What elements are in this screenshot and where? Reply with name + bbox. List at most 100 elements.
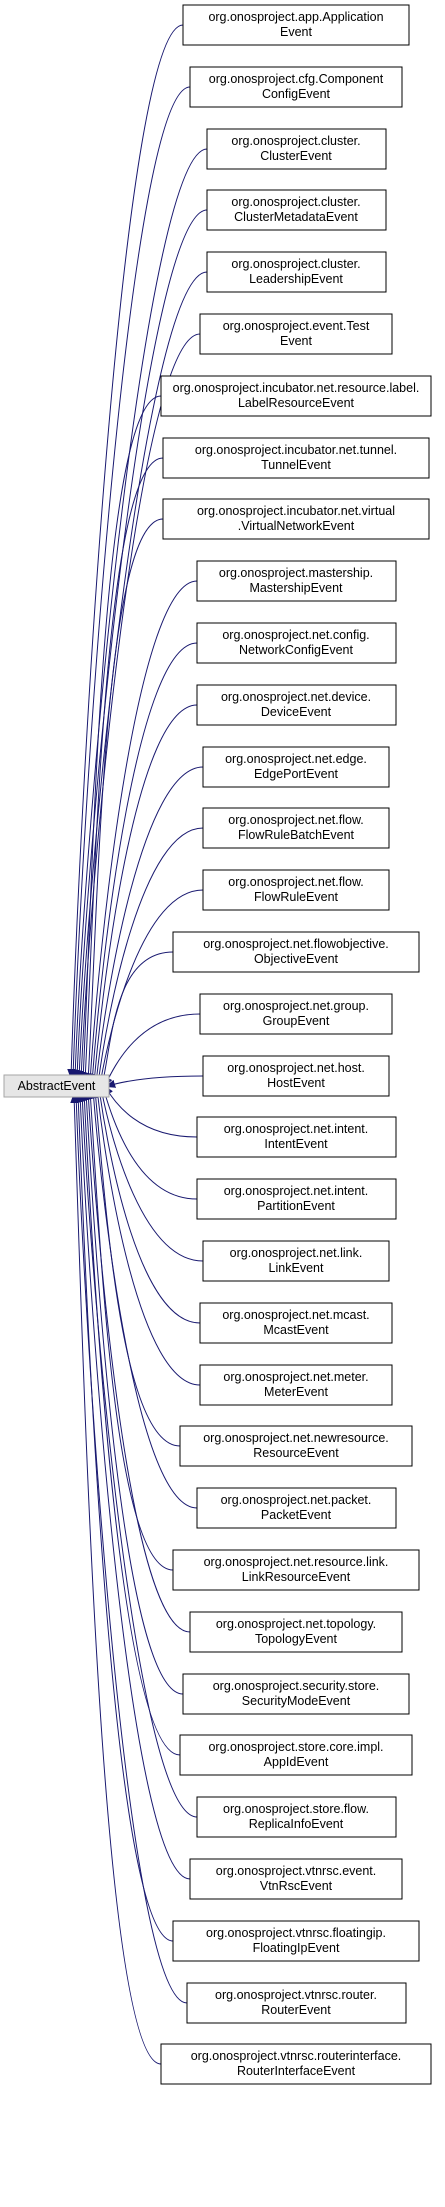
class-node-label-line: ConfigEvent: [262, 87, 331, 101]
class-node-label-line: org.onosproject.net.intent.: [224, 1122, 369, 1136]
class-node[interactable]: org.onosproject.net.flow.FlowRuleEvent: [202, 869, 390, 911]
class-node[interactable]: org.onosproject.net.config.NetworkConfig…: [196, 622, 397, 664]
inheritance-edge: [85, 457, 164, 1081]
class-node-label-line: ResourceEvent: [253, 1446, 339, 1460]
class-node-label-line: org.onosproject.net.edge.: [225, 752, 367, 766]
class-node-label-line: EdgePortEvent: [254, 767, 339, 781]
class-node[interactable]: org.onosproject.incubator.net.resource.l…: [160, 375, 432, 417]
inheritance-edge: [71, 24, 184, 1077]
class-node-box: [182, 1673, 410, 1715]
class-node-label-line: TopologyEvent: [255, 1632, 338, 1646]
class-node-label-line: org.onosproject.net.resource.link.: [204, 1555, 389, 1569]
class-node-label-line: LinkEvent: [269, 1261, 324, 1275]
inheritance-edge: [80, 1093, 191, 1880]
class-node-box: [202, 746, 390, 788]
inheritance-edge: [88, 518, 164, 1081]
class-node[interactable]: org.onosproject.security.store.SecurityM…: [182, 1673, 410, 1715]
class-node-box: [186, 1982, 407, 2024]
inheritance-edge: [90, 580, 198, 1082]
class-node-box: [189, 66, 403, 108]
class-node[interactable]: org.onosproject.net.device.DeviceEvent: [196, 684, 397, 726]
class-node[interactable]: org.onosproject.vtnrsc.event.VtnRscEvent: [189, 1858, 403, 1900]
class-node-label-line: LabelResourceEvent: [238, 396, 355, 410]
class-node[interactable]: org.onosproject.net.resource.link.LinkRe…: [172, 1549, 420, 1591]
class-node[interactable]: org.onosproject.net.meter.MeterEvent: [199, 1364, 393, 1406]
class-node[interactable]: org.onosproject.vtnrsc.floatingip.Floati…: [172, 1920, 420, 1962]
class-node[interactable]: org.onosproject.net.intent.IntentEvent: [196, 1116, 397, 1158]
class-node[interactable]: org.onosproject.net.mcast.McastEvent: [199, 1302, 393, 1344]
inheritance-edge: [101, 1088, 204, 1262]
inheritance-edge: [105, 1087, 198, 1138]
class-node[interactable]: org.onosproject.net.link.LinkEvent: [202, 1240, 390, 1282]
class-node-label-line: FlowRuleBatchEvent: [238, 828, 355, 842]
inheritance-edge: [82, 1093, 198, 1818]
class-node[interactable]: org.onosproject.net.packet.PacketEvent: [196, 1487, 397, 1529]
class-node-box: [189, 1611, 403, 1653]
abstract-event-box: [3, 1074, 110, 1098]
class-node[interactable]: org.onosproject.vtnrsc.router.RouterEven…: [186, 1982, 407, 2024]
class-node-box: [196, 560, 397, 602]
inheritance-edge: [103, 1087, 198, 1200]
class-node-label-line: DeviceEvent: [261, 705, 332, 719]
class-node-label-line: org.onosproject.cluster.: [231, 134, 360, 148]
class-node[interactable]: org.onosproject.net.topology.TopologyEve…: [189, 1611, 403, 1653]
class-node-box: [196, 622, 397, 664]
class-node[interactable]: org.onosproject.cluster.LeadershipEvent: [206, 251, 387, 293]
class-node-label-line: Event: [280, 25, 312, 39]
class-node-box: [189, 1858, 403, 1900]
class-node-label-line: org.onosproject.vtnrsc.routerinterface.: [191, 2049, 402, 2063]
inheritance-edge: [90, 1091, 174, 1571]
class-node-label-line: org.onosproject.cluster.: [231, 257, 360, 271]
class-node-label-line: PacketEvent: [261, 1508, 332, 1522]
class-node-box: [206, 251, 387, 293]
class-node-label-line: org.onosproject.cfg.Component: [209, 72, 384, 86]
class-node-box: [162, 498, 430, 540]
class-node-label-line: org.onosproject.net.device.: [221, 690, 371, 704]
class-node[interactable]: org.onosproject.net.flow.FlowRuleBatchEv…: [202, 807, 390, 849]
class-node[interactable]: org.onosproject.net.group.GroupEvent: [199, 993, 393, 1035]
class-node-box: [199, 1364, 393, 1406]
inheritance-edge: [86, 1092, 184, 1695]
class-node[interactable]: org.onosproject.incubator.net.virtual.Vi…: [162, 498, 430, 540]
class-node-label-line: org.onosproject.net.flowobjective.: [203, 937, 389, 951]
class-node[interactable]: org.onosproject.net.newresource.Resource…: [179, 1425, 413, 1467]
inheritance-edge: [74, 1095, 162, 2065]
class-node[interactable]: org.onosproject.incubator.net.tunnel.Tun…: [162, 437, 430, 479]
class-node-label-line: .VirtualNetworkEvent: [238, 519, 355, 533]
class-node-label-line: org.onosproject.vtnrsc.event.: [216, 1864, 377, 1878]
class-node-box: [202, 1055, 390, 1097]
class-node-label-line: FlowRuleEvent: [254, 890, 339, 904]
class-node-label-line: org.onosproject.event.Test: [223, 319, 370, 333]
class-node-label-line: org.onosproject.app.Application: [208, 10, 383, 24]
class-node-label-line: VtnRscEvent: [260, 1879, 333, 1893]
class-node[interactable]: org.onosproject.net.host.HostEvent: [202, 1055, 390, 1097]
class-node[interactable]: org.onosproject.net.edge.EdgePortEvent: [202, 746, 390, 788]
class-node-box: [199, 1302, 393, 1344]
class-node-label-line: org.onosproject.mastership.: [219, 566, 373, 580]
class-node[interactable]: org.onosproject.cluster.ClusterEvent: [206, 128, 387, 170]
class-node-label-line: RouterEvent: [261, 2003, 331, 2017]
class-node-label-line: RouterInterfaceEvent: [237, 2064, 356, 2078]
inheritance-edge: [97, 1089, 201, 1386]
class-node[interactable]: org.onosproject.net.flowobjective.Object…: [172, 931, 420, 973]
class-node[interactable]: org.onosproject.store.flow.ReplicaInfoEv…: [196, 1796, 397, 1838]
class-node-label-line: org.onosproject.net.host.: [227, 1061, 365, 1075]
class-node-label-line: org.onosproject.net.meter.: [223, 1370, 368, 1384]
class-node-label-line: AppIdEvent: [264, 1755, 329, 1769]
class-node[interactable]: org.onosproject.store.core.impl.AppIdEve…: [179, 1734, 413, 1776]
abstract-event-node[interactable]: AbstractEvent: [3, 1074, 110, 1098]
class-node-label-line: ClusterEvent: [260, 149, 332, 163]
class-node-label-line: org.onosproject.security.store.: [213, 1679, 380, 1693]
class-node-box: [199, 993, 393, 1035]
class-node-label-line: MeterEvent: [264, 1385, 328, 1399]
inheritance-edge: [73, 86, 191, 1078]
class-node-box: [206, 189, 387, 231]
class-node[interactable]: org.onosproject.vtnrsc.routerinterface.R…: [160, 2043, 432, 2085]
class-node[interactable]: org.onosproject.cluster.ClusterMetadataE…: [206, 189, 387, 231]
class-node[interactable]: org.onosproject.net.intent.PartitionEven…: [196, 1178, 397, 1220]
class-node-box: [196, 1178, 397, 1220]
class-node[interactable]: org.onosproject.mastership.MastershipEve…: [196, 560, 397, 602]
